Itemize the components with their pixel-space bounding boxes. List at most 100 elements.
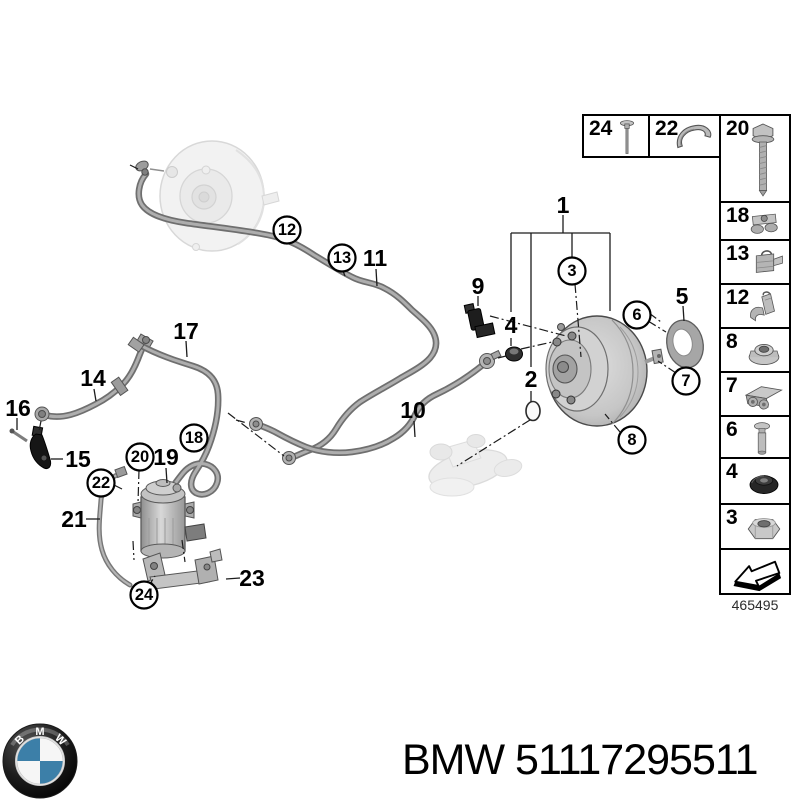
svg-text:11: 11 [363, 245, 388, 271]
legend-number: 18 [726, 204, 750, 227]
hex-bolt-icon [751, 123, 775, 197]
bmw-logo: B M W [0, 721, 80, 800]
legend-number: 20 [726, 117, 750, 140]
svg-text:16: 16 [5, 395, 31, 421]
svg-text:21: 21 [61, 506, 87, 532]
svg-text:7: 7 [681, 372, 690, 390]
legend-number: 8 [726, 330, 738, 353]
callout-circled-12[interactable]: 12 [272, 215, 302, 245]
retaining-clip-icon [755, 250, 783, 273]
legend-box-8[interactable]: 8 [719, 327, 791, 373]
callout-circled-7[interactable]: 7 [671, 366, 701, 396]
svg-text:20: 20 [131, 448, 149, 466]
vacuum-pipe-11 [135, 160, 440, 465]
legend-box-22[interactable]: 22 [648, 114, 721, 158]
legend-box-20[interactable]: 20 [719, 114, 791, 203]
svg-text:10: 10 [400, 397, 426, 423]
sensor-9 [463, 303, 496, 339]
legend-box-7[interactable]: 7 [719, 371, 791, 417]
callout-1[interactable]: 1 [557, 192, 570, 218]
legend-number: 13 [726, 242, 750, 265]
callout-21[interactable]: 21 [61, 506, 87, 532]
retaining-clip-icon [750, 291, 775, 322]
collar-nut-icon [748, 344, 780, 365]
diagram-code: 465495 [731, 597, 779, 613]
callout-14[interactable]: 14 [80, 365, 106, 391]
legend-box-18[interactable]: 18 [719, 201, 791, 241]
callout-16[interactable]: 16 [5, 395, 31, 421]
direction-arrow-icon [733, 560, 782, 592]
svg-text:19: 19 [153, 444, 179, 470]
callout-4[interactable]: 4 [505, 312, 518, 338]
callout-15[interactable]: 15 [65, 446, 91, 472]
callout-19[interactable]: 19 [153, 444, 179, 470]
callout-circled-8[interactable]: 8 [617, 425, 647, 455]
callout-circled-20[interactable]: 20 [125, 442, 155, 472]
sensor-15 [29, 425, 52, 469]
svg-text:15: 15 [65, 446, 91, 472]
legend-number: 3 [726, 506, 738, 529]
rivet-pin-icon [754, 422, 770, 455]
vacuum-pipe-10 [249, 349, 502, 457]
spring-clip-icon [676, 124, 712, 149]
ghost-master-cylinder-illustration [428, 434, 523, 497]
callout-circled-22[interactable]: 22 [86, 468, 116, 498]
legend-number: 4 [726, 460, 738, 483]
svg-text:1: 1 [557, 192, 570, 218]
callout-circled-24[interactable]: 24 [129, 580, 159, 610]
svg-text:17: 17 [173, 318, 199, 344]
legend-box-6[interactable]: 6 [719, 415, 791, 459]
callout-circled-13[interactable]: 13 [327, 243, 357, 273]
svg-text:2: 2 [525, 366, 538, 392]
seal-ring-5 [666, 319, 704, 369]
brake-booster [545, 315, 664, 427]
legend-box-13[interactable]: 13 [719, 239, 791, 285]
svg-text:8: 8 [627, 431, 636, 449]
legend-box-3[interactable]: 3 [719, 503, 791, 550]
svg-text:12: 12 [278, 221, 296, 239]
callout-5[interactable]: 5 [676, 283, 689, 309]
legend-number: 24 [589, 117, 613, 140]
svg-text:24: 24 [135, 586, 154, 604]
svg-text:5: 5 [676, 283, 689, 309]
svg-text:M: M [35, 726, 44, 738]
svg-text:4: 4 [505, 312, 518, 338]
callout-2[interactable]: 2 [525, 366, 538, 392]
pump-bracket [142, 548, 223, 590]
callout-23[interactable]: 23 [239, 565, 265, 591]
grommet-4 [505, 346, 523, 362]
legend-number: 22 [655, 117, 679, 140]
legend-box-24[interactable]: 24 [582, 114, 650, 158]
vacuum-pump [132, 479, 207, 559]
callout-circled-6[interactable]: 6 [622, 300, 652, 330]
rubber-grommet-icon [749, 475, 779, 494]
callout-circled-18[interactable]: 18 [179, 423, 209, 453]
legend-box-4[interactable]: 4 [719, 457, 791, 505]
hex-nut-icon [747, 518, 781, 540]
legend-number: 12 [726, 286, 750, 309]
callout-10[interactable]: 10 [400, 397, 426, 423]
legend-number: 6 [726, 418, 738, 441]
blind-rivet-icon [619, 120, 635, 154]
legend-box-12[interactable]: 12 [719, 283, 791, 329]
part-number-label: BMW 51117295511 [402, 736, 759, 784]
pipe-17-hose [127, 336, 222, 498]
svg-text:6: 6 [632, 306, 641, 324]
callout-11[interactable]: 11 [363, 245, 388, 271]
pipe-14 [34, 333, 154, 422]
bmw-roundel-icon: B M W [2, 723, 78, 799]
callout-17[interactable]: 17 [173, 318, 199, 344]
pin-16 [9, 428, 28, 443]
svg-text:9: 9 [472, 273, 485, 299]
legend-box-direction[interactable] [719, 548, 791, 595]
svg-text:3: 3 [567, 262, 576, 280]
callout-circled-3[interactable]: 3 [557, 256, 587, 286]
svg-text:23: 23 [239, 565, 265, 591]
callout-9[interactable]: 9 [472, 273, 485, 299]
svg-text:22: 22 [92, 474, 110, 492]
legend-number: 7 [726, 374, 738, 397]
svg-text:18: 18 [185, 429, 203, 447]
svg-text:14: 14 [80, 365, 106, 391]
